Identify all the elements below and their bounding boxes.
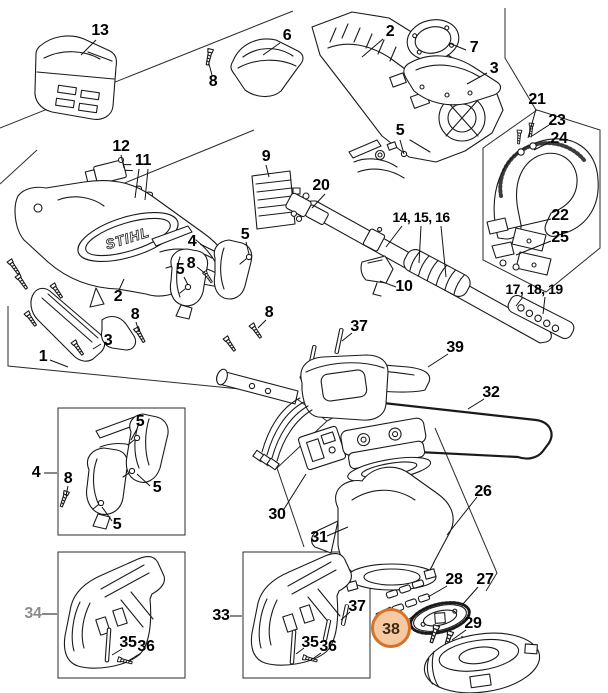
part-label-24: 24 — [550, 130, 568, 147]
part-label-27: 27 — [476, 571, 494, 588]
part-3-top-cover — [403, 55, 502, 106]
part-21-loop-handle — [486, 122, 599, 276]
group-box-4 — [57, 407, 186, 536]
part-label-21: 21 — [528, 91, 546, 108]
part-label-30: 30 — [268, 506, 286, 523]
part-22-clamps — [486, 217, 515, 259]
part-label-3-housing: 3 — [103, 332, 113, 349]
part-label-2-top: 2 — [385, 23, 395, 40]
part-label-5-mid-b: 5 — [175, 261, 185, 278]
part-label-31: 31 — [310, 529, 328, 546]
part-10-bracket — [360, 255, 394, 284]
clamp-kit-box-4 — [58, 413, 169, 530]
part-label-5-mid-a: 5 — [240, 226, 250, 243]
part-label-13: 13 — [91, 22, 109, 39]
part-6-cover — [204, 38, 304, 98]
part-label-6: 6 — [282, 27, 292, 44]
clamp-group-4-mid — [151, 225, 264, 340]
part-label-8-mid-a: 8 — [186, 255, 196, 272]
group-box-33 — [242, 551, 371, 679]
part-label-8-mid-c: 8 — [264, 304, 274, 321]
part-25-nut — [512, 263, 520, 271]
part-24-nut — [529, 142, 537, 150]
part-5-lever-cluster — [348, 139, 408, 179]
panel-lines — [0, 8, 601, 679]
part-23-screw — [515, 129, 523, 145]
part-7-gasket-ring — [406, 19, 460, 61]
part-20-fitting — [285, 192, 329, 226]
part-label-34: 34 — [24, 605, 42, 622]
part-label-4-box: 4 — [31, 464, 41, 481]
part-label-25: 25 — [551, 229, 569, 246]
part-label-28: 28 — [445, 571, 463, 588]
part-label-35-left: 35 — [119, 634, 137, 651]
part-label-17-18-19: 17, 18, 19 — [505, 281, 563, 297]
part-24-nut — [517, 148, 525, 156]
part-label-23: 23 — [548, 112, 566, 129]
part-label-9: 9 — [261, 148, 271, 165]
tube-grip — [403, 249, 471, 297]
part-label-4-mid: 4 — [187, 233, 197, 250]
sticker-17-18-19 — [507, 294, 575, 340]
part-label-2-housing: 2 — [113, 288, 123, 305]
part-2-top-housing — [311, 11, 504, 163]
part-30-trigger-module — [297, 425, 347, 471]
group-box-34 — [57, 551, 186, 679]
part-label-39: 39 — [446, 339, 464, 356]
bottom-housing — [423, 632, 541, 693]
part-label-8-box: 8 — [63, 470, 73, 487]
part-3-strip — [100, 315, 137, 351]
part-label-12: 12 — [112, 138, 130, 155]
part-label-32: 32 — [482, 384, 500, 401]
part-label-26: 26 — [474, 483, 492, 500]
part-label-7: 7 — [469, 39, 479, 56]
part-label-33: 33 — [212, 607, 230, 624]
part-label-5-box-c: 5 — [112, 516, 122, 533]
part-label-36-mid: 36 — [319, 638, 337, 655]
part-label-3-top: 3 — [489, 60, 499, 77]
part-label-1: 1 — [38, 348, 48, 365]
part-label-8-housing: 8 — [130, 306, 140, 323]
part-label-22: 22 — [551, 207, 569, 224]
deck-assembly-26 — [216, 354, 454, 592]
part-label-11: 11 — [134, 152, 152, 169]
drive-tube-assembly — [285, 192, 575, 344]
highlight-badge-number: 38 — [382, 621, 400, 638]
part-13-battery — [34, 35, 118, 120]
part-label-29: 29 — [464, 615, 482, 632]
leader-lines — [42, 38, 552, 662]
part-38-plate — [409, 601, 471, 635]
part-label-5-box-b: 5 — [152, 479, 162, 496]
highlight-ring — [371, 608, 411, 648]
part-label-37-lower: 37 — [348, 598, 366, 615]
part-label-10: 10 — [395, 278, 413, 295]
part-label-8-top: 8 — [208, 73, 218, 90]
small-parts-27-28-29-38 — [375, 579, 541, 693]
part-25-nut — [499, 259, 507, 267]
part-label-37-upper: 37 — [350, 318, 368, 335]
part-label-5-box-a: 5 — [135, 413, 145, 430]
part-label-20: 20 — [312, 177, 330, 194]
part-1-cover-strip — [30, 287, 137, 362]
part-label-36-left: 36 — [137, 638, 155, 655]
part-label-35-mid: 35 — [301, 634, 319, 651]
part-label-5-top: 5 — [395, 122, 405, 139]
part-label-14-15-16: 14, 15, 16 — [392, 209, 450, 225]
